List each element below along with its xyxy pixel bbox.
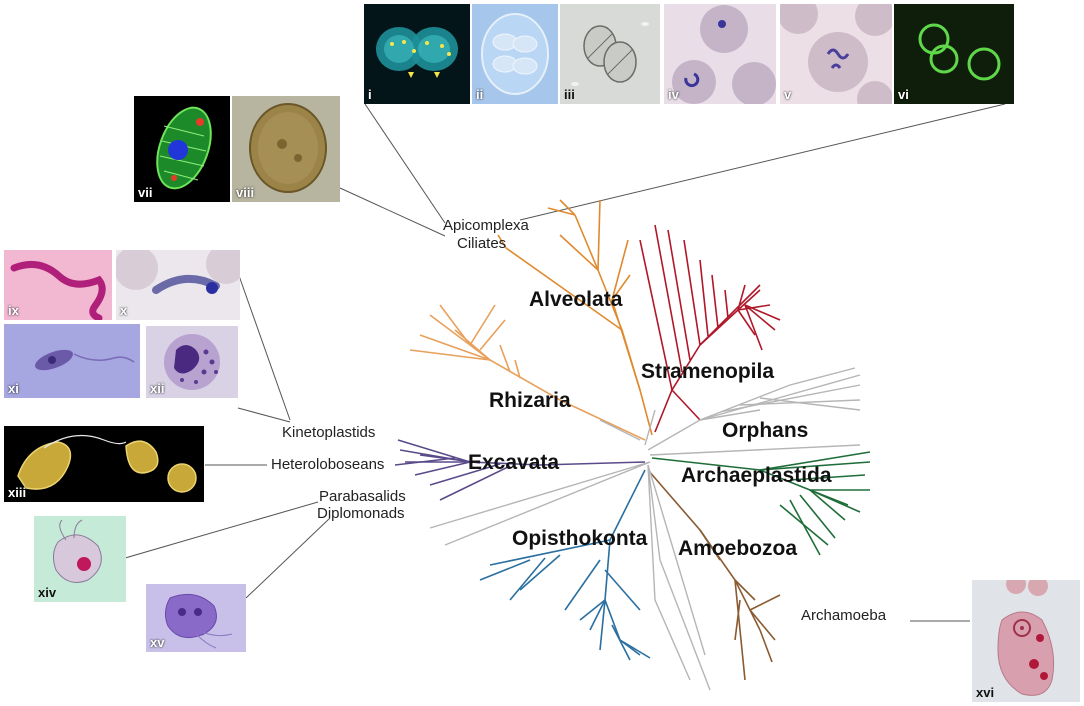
label-opisthokonta: Opisthokonta <box>512 527 648 550</box>
micrograph-ii-image <box>481 13 549 95</box>
micrograph-x-image <box>116 250 240 294</box>
micrograph-ii: ii <box>472 4 558 104</box>
panel-label-xvi: xvi <box>976 685 995 700</box>
micrograph-vi: vi <box>894 4 1014 104</box>
micrograph-iv: iv <box>664 4 776 104</box>
micrograph-i-image <box>376 27 458 78</box>
branch-rhizaria <box>409 304 646 441</box>
branch-orphans <box>647 367 861 456</box>
micrograph-i: i <box>364 4 470 104</box>
micrograph-ix: ix <box>4 250 112 320</box>
label-ciliates: Ciliates <box>457 235 506 252</box>
micrograph-xvi: xvi <box>972 580 1080 702</box>
micrograph-vii: vii <box>134 96 230 202</box>
micrograph-viii-image <box>249 103 327 193</box>
panel-label-xii: xii <box>150 381 165 396</box>
micrograph-v-image <box>780 4 892 104</box>
micrograph-v: v <box>780 4 892 104</box>
panel-label-v: v <box>784 87 792 102</box>
panel-label-vii: vii <box>138 185 153 200</box>
panel-label-xv: xv <box>150 635 165 650</box>
label-apicomplexa: Apicomplexa <box>443 217 530 234</box>
label-orphans: Orphans <box>722 419 808 442</box>
panel-label-iv: iv <box>668 87 679 102</box>
label-heteroloboseans: Heteroloboseans <box>271 456 384 473</box>
panel-label-viii: viii <box>236 185 255 200</box>
branch-excavata <box>394 439 646 501</box>
micrograph-xiii-image <box>17 434 197 493</box>
micrograph-xv: xv <box>146 584 246 652</box>
callout-lines <box>124 103 1006 622</box>
micrograph-xv-image <box>164 593 233 649</box>
panel-label-xiv: xiv <box>38 585 57 600</box>
micrograph-iii-image <box>571 22 649 86</box>
panel-label-xiii: xiii <box>8 485 27 500</box>
branch-alveolata <box>497 199 653 436</box>
branch-opisthokonta <box>479 469 651 661</box>
micrograph-xiv: xiv <box>34 516 126 602</box>
panel-label-xi: xi <box>8 381 19 396</box>
label-kinetoplastids: Kinetoplastids <box>282 424 375 441</box>
label-archamoeba: Archamoeba <box>801 607 887 624</box>
label-stramenopila: Stramenopila <box>641 360 774 383</box>
label-rhizaria: Rhizaria <box>489 389 571 412</box>
label-diplomonads: Diplomonads <box>317 505 405 522</box>
micrograph-xvi-image <box>997 580 1055 696</box>
panel-label-vi: vi <box>898 87 909 102</box>
micrograph-xii-image <box>164 334 220 390</box>
branch-archaeplastida <box>651 451 871 556</box>
micrograph-vi-image <box>918 23 1001 81</box>
micrograph-vii-image <box>156 106 212 190</box>
label-excavata: Excavata <box>468 451 559 474</box>
label-alveolata: Alveolata <box>529 288 623 311</box>
micrograph-xiv-image <box>52 519 102 583</box>
micrograph-xiii: xiii <box>4 426 204 502</box>
micrograph-xi: xi <box>4 324 140 398</box>
label-archaeplastida: Archaeplastida <box>681 464 832 487</box>
micrograph-xii: xii <box>146 326 238 398</box>
panel-label-i: i <box>368 87 372 102</box>
panel-label-ix: ix <box>8 303 19 318</box>
panel-label-iii: iii <box>564 87 575 102</box>
panel-label-x: x <box>120 303 128 318</box>
micrograph-viii: viii <box>232 96 340 202</box>
micrograph-iv-image <box>672 5 776 104</box>
micrograph-x: x <box>116 250 240 320</box>
panel-label-ii: ii <box>476 87 484 102</box>
branch-stramenopila <box>639 224 781 433</box>
branch-other <box>429 409 711 691</box>
micrograph-iii: iii <box>560 4 660 104</box>
micrograph-xi-image <box>35 349 135 371</box>
branch-amoebozoa <box>647 469 781 681</box>
label-parabasalids: Parabasalids <box>319 488 406 505</box>
label-amoebozoa: Amoebozoa <box>678 537 797 560</box>
micrograph-ix-image <box>10 260 106 320</box>
